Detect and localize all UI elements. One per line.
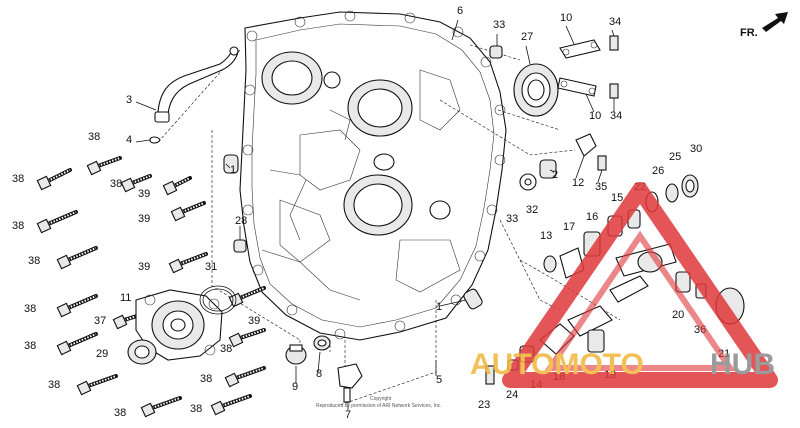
bolt-17 — [210, 394, 252, 416]
callout-c16: 16 — [586, 211, 598, 223]
callout-c38e: 38 — [28, 255, 40, 267]
bolt-35 — [597, 155, 607, 171]
callout-c31: 31 — [205, 261, 217, 273]
copyright-line2: Reproduced by permission of ARI Network … — [316, 403, 442, 409]
watermark: AUTOMOTO HUB — [470, 182, 778, 388]
bolt-16 — [140, 396, 182, 418]
dowel-pins — [223, 45, 503, 310]
front-direction-indicator: FR. — [740, 12, 788, 39]
callout-c38g: 38 — [24, 340, 36, 352]
fr-arrow-icon — [762, 12, 788, 32]
bearing-27 — [513, 63, 559, 117]
callout-c10a: 10 — [560, 12, 572, 24]
callout-c12: 12 — [572, 177, 584, 189]
bolts — [36, 156, 266, 418]
bolt-6 — [170, 201, 206, 222]
o-ring — [199, 285, 237, 315]
callout-c6: 6 — [457, 5, 463, 17]
watermark-brand-right: HUB — [710, 348, 775, 381]
callout-c4: 4 — [126, 134, 132, 146]
callout-c35: 35 — [595, 181, 607, 193]
callout-c38c: 38 — [110, 178, 122, 190]
callout-c39d: 39 — [248, 315, 260, 327]
callout-c7: 7 — [345, 409, 351, 421]
callout-c38l: 38 — [190, 403, 202, 415]
watermark-brand-left: AUTOMOTO — [470, 348, 644, 381]
callout-c8: 8 — [316, 368, 322, 380]
bolt-12 — [228, 328, 266, 348]
callout-c15: 15 — [611, 192, 623, 204]
bracket-12 — [575, 133, 597, 157]
callout-c30: 30 — [690, 143, 702, 155]
bolt-7 — [56, 246, 98, 270]
fr-label: FR. — [740, 27, 758, 39]
callout-c38h: 38 — [220, 343, 232, 355]
callout-c38b: 38 — [12, 173, 24, 185]
bolt-4 — [162, 176, 192, 196]
callout-c29: 29 — [96, 348, 108, 360]
retainer-plates — [557, 35, 619, 99]
leader-lines — [135, 19, 615, 410]
callout-c2: 2 — [552, 169, 558, 181]
callout-c32: 32 — [526, 204, 538, 216]
callout-c26: 26 — [652, 165, 664, 177]
oil-seal — [127, 339, 157, 365]
bolt-15 — [224, 366, 266, 388]
callout-c3: 3 — [126, 94, 132, 106]
callout-c38f: 38 — [24, 303, 36, 315]
callout-c5: 5 — [436, 374, 442, 386]
bolt-10 — [228, 286, 266, 308]
callout-c17: 17 — [563, 221, 575, 233]
callout-c9: 9 — [292, 381, 298, 393]
callout-c33b: 33 — [506, 213, 518, 225]
callout-c1b: 1 — [436, 301, 442, 313]
bolt-2 — [86, 156, 122, 176]
callout-c34b: 34 — [610, 110, 622, 122]
bolt-11 — [56, 332, 98, 356]
side-cover — [135, 289, 223, 361]
drain-plug — [285, 344, 307, 365]
callout-c34a: 34 — [609, 16, 621, 28]
callout-c10b: 10 — [589, 110, 601, 122]
copyright: Copyright Reproduced by permission of AR… — [316, 396, 442, 409]
callout-c28: 28 — [235, 215, 247, 227]
bolt-3 — [120, 174, 152, 193]
washer-32 — [519, 173, 537, 191]
bolt-8 — [168, 252, 208, 274]
callout-c20: 20 — [672, 309, 684, 321]
bolt-1 — [36, 168, 72, 191]
callout-c37: 37 — [94, 315, 106, 327]
callout-c38i: 38 — [48, 379, 60, 391]
transmission-housing — [239, 10, 507, 341]
callout-c23: 23 — [478, 399, 490, 411]
seal-2 — [539, 159, 557, 179]
bolt-5 — [36, 210, 78, 234]
copyright-line1: Copyright — [370, 396, 392, 402]
bolt-14 — [76, 374, 118, 396]
hose-clip — [149, 136, 161, 144]
callout-c11: 11 — [120, 292, 131, 304]
callout-c38k: 38 — [114, 407, 126, 419]
callout-c33a: 33 — [493, 19, 505, 31]
callout-c38d: 38 — [12, 220, 24, 232]
callout-c25: 25 — [669, 151, 681, 163]
callout-c1a: 1 — [230, 164, 236, 176]
callout-c27: 27 — [521, 31, 533, 43]
callout-c24: 24 — [506, 389, 518, 401]
watermark-triangle-icon — [502, 182, 778, 388]
filler-plug — [313, 335, 331, 351]
speed-sensor — [337, 363, 363, 403]
callout-c13: 13 — [540, 230, 552, 242]
callout-c39c: 39 — [138, 261, 150, 273]
callout-c39a: 39 — [138, 188, 150, 200]
callout-c39b: 39 — [138, 213, 150, 225]
callout-c38j: 38 — [200, 373, 212, 385]
callout-c38a: 38 — [88, 131, 100, 143]
bolt-9 — [56, 294, 98, 318]
breather-hose — [154, 46, 239, 123]
